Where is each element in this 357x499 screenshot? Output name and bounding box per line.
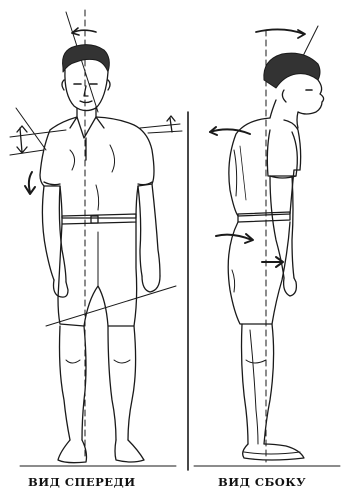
side-face (298, 80, 324, 114)
front-view-figure (10, 10, 182, 466)
side-foot (243, 444, 304, 460)
front-shirt (40, 117, 154, 218)
front-view-caption: ВИД СПЕРЕДИ (28, 475, 136, 489)
front-down-arrow (29, 172, 32, 192)
front-right-arm (138, 184, 160, 276)
front-belt (62, 214, 136, 224)
front-pelvis-tilt-line (46, 286, 176, 326)
front-shoulder-marker-right (167, 116, 175, 132)
front-right-leg (108, 326, 136, 440)
front-left-foot (58, 440, 87, 463)
front-right-foot (115, 440, 144, 462)
front-left-arm (42, 186, 66, 282)
side-head-arrow (256, 29, 304, 34)
side-hair (264, 53, 320, 88)
side-view-caption: ВИД СБОКУ (218, 475, 306, 489)
side-upper-back-arrow (210, 129, 250, 134)
front-left-leg (60, 326, 87, 440)
side-view-figure (194, 26, 340, 466)
front-shoulder-marker-left (17, 126, 27, 153)
side-shirt (229, 118, 301, 216)
front-shoulder-line-right (140, 124, 180, 128)
side-belt (238, 212, 290, 222)
side-shorts (228, 222, 290, 324)
front-hair (63, 45, 110, 72)
